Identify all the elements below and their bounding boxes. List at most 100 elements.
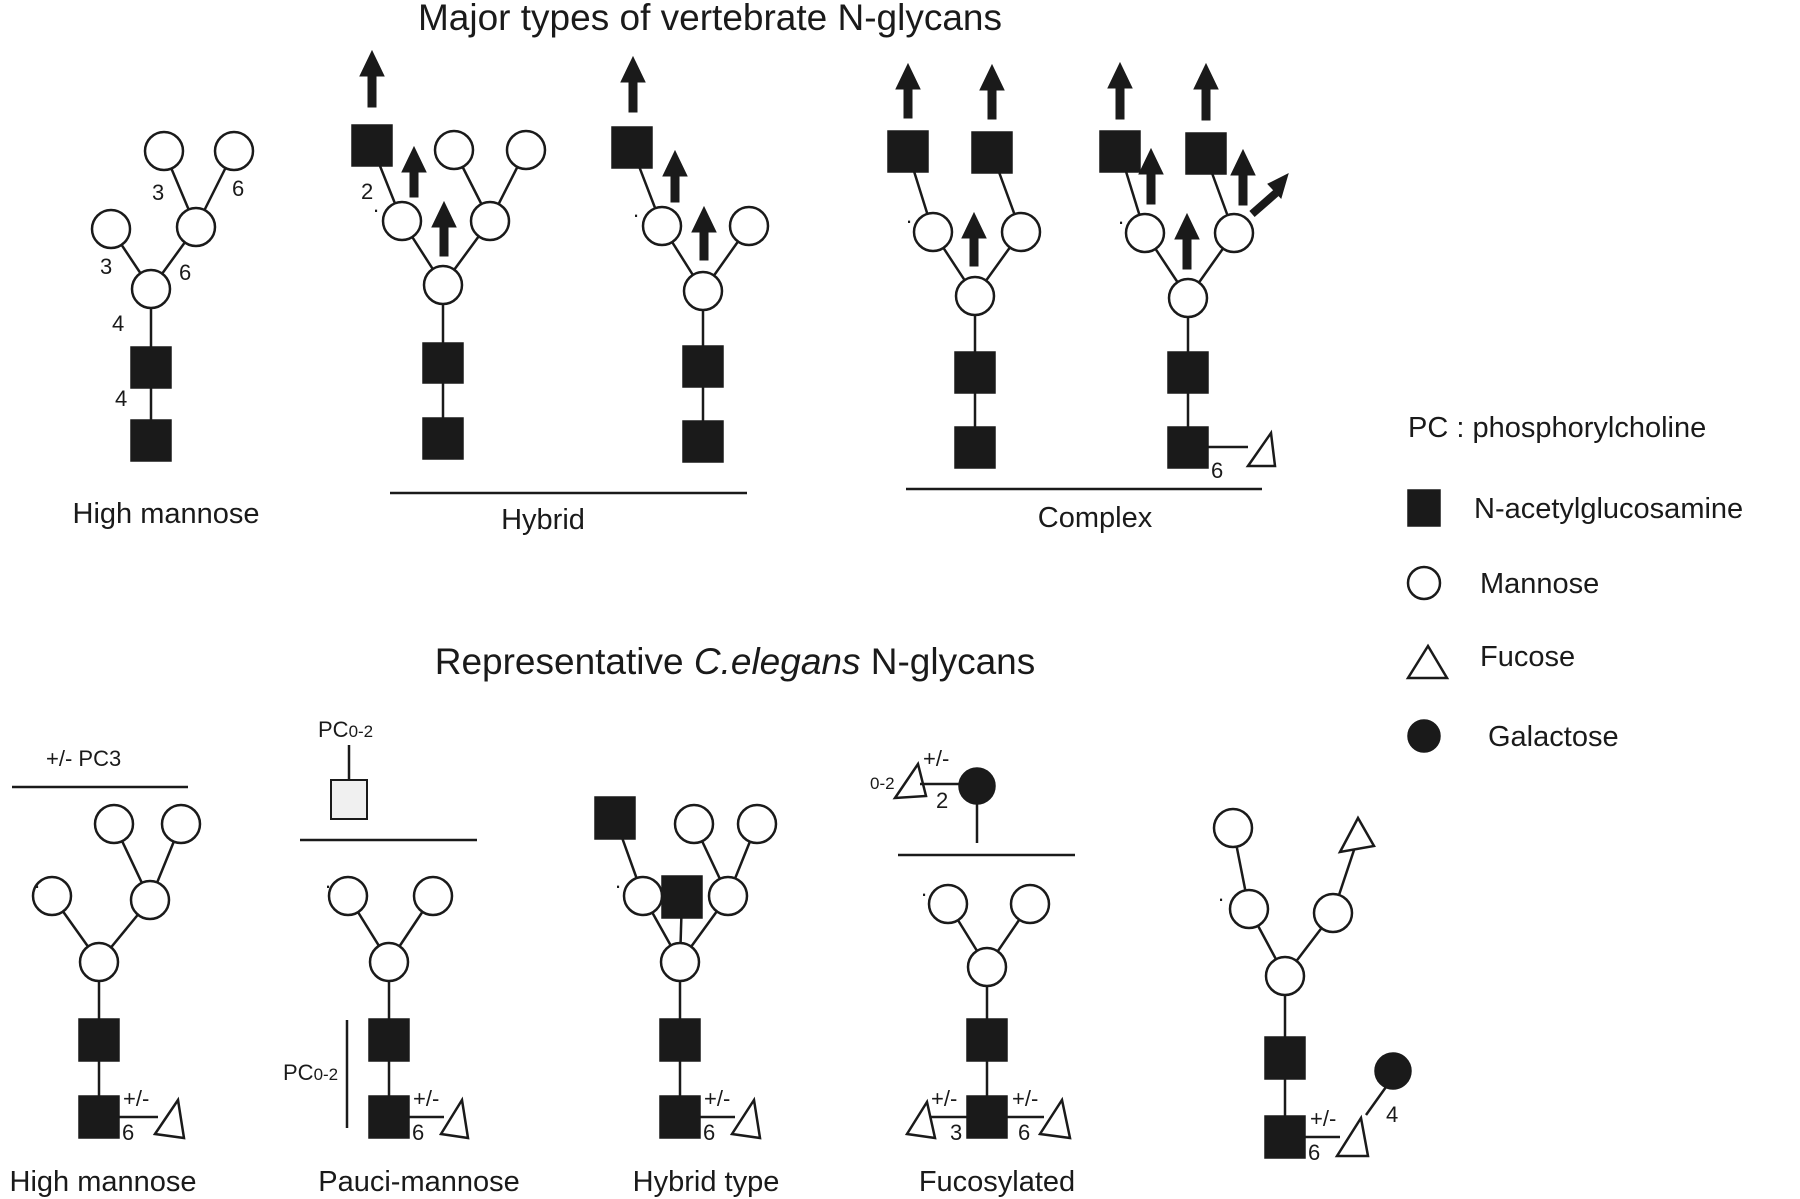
mannose-circle [31,875,73,917]
fucose-triangle [1334,1114,1370,1158]
legend-fucose-label: Fucose [1480,641,1575,673]
glcnac-square [661,875,703,919]
glcnac-square [130,346,172,389]
dot-mark: . [921,876,927,901]
mannose-circle [659,941,701,983]
glcnac-square [887,130,929,173]
ce-galactosylated-glycan: +/- 6 4 . [1212,807,1412,1165]
glcnac-square [966,1018,1008,1062]
fucose-triangle [1037,1096,1072,1140]
mannose-circle [213,130,255,172]
glcnac-square [1167,351,1209,394]
glcnac-square [659,1095,701,1139]
ce-pauci-mannose-label: Pauci-mannose [318,1166,520,1198]
glcnac-square [422,342,464,384]
glcnac-square [1185,132,1227,175]
vert-complex-glycan-1: . [887,62,1042,469]
mannose-circle [129,879,171,921]
extension-arrow-icon [691,205,717,261]
mannose-circle [912,211,954,253]
legend-galactose-label: Galactose [1488,721,1619,753]
linkage-label: 6 [1308,1140,1320,1165]
mannose-circle [368,941,410,983]
mannose-circle [1000,211,1042,253]
mannose-circle [682,270,724,312]
vert-hybrid-glycan-1: 2 . [351,49,547,460]
linkage-label: 2 [936,788,948,813]
legend-galactose-icon [1407,719,1441,753]
range-subscript: 0-2 [870,774,895,793]
glcnac-square [966,1095,1008,1139]
galactose-circle [958,767,996,805]
legend-pc-definition: PC : phosphorylcholine [1408,412,1706,444]
mannose-circle [927,883,969,925]
dot-mark: . [633,197,639,222]
mannose-circle [1009,883,1051,925]
linkage-label: 6 [122,1120,134,1145]
vert-high-mannose-label: High mannose [73,498,260,530]
vert-complex-label: Complex [1038,502,1153,534]
mannose-circle [78,941,120,983]
linkage-label: 4 [1386,1102,1398,1127]
mannose-circle [1212,807,1254,849]
linkage-label: 3 [950,1120,962,1145]
extension-arrow-icon [1249,173,1289,218]
celegans-title: Representative C.elegans N-glycans [435,641,1036,682]
fucose-triangle [892,760,928,800]
mannose-circle [728,205,770,247]
mannose-circle [130,268,172,310]
galactose-circle [1374,1052,1412,1090]
fucose-triangle [438,1096,470,1140]
dot-mark: . [34,868,40,893]
glcnac-square [351,124,393,167]
fucose-triangle [1245,429,1277,468]
extension-arrow-icon [662,149,688,203]
linkage-label: 3 [100,254,112,279]
vert-hybrid-glycan-2: . [611,55,770,463]
extension-arrow-icon [895,62,921,119]
glcnac-square [368,1018,410,1062]
linkage-label: 6 [1018,1120,1030,1145]
fucose-triangle [904,1098,937,1140]
legend-glcnac-label: N-acetylglucosamine [1474,493,1743,525]
linkage-label: 6 [232,176,244,201]
glcnac-square [682,420,724,463]
extension-arrow-icon [1107,61,1133,120]
dot-mark: . [325,868,331,893]
mannose-circle [412,875,454,917]
mannose-circle [1228,888,1270,930]
dot-mark: . [906,203,912,228]
mannose-circle [736,803,778,845]
ce-fucosylated-glycan: +/- 0-2 2 +/- +/- 3 6 . [870,746,1075,1145]
glcnac-square [954,351,996,394]
legend-mannose-icon [1406,565,1442,601]
extension-arrow-icon [1193,62,1219,121]
pc-annotation: PC0-2 [318,717,373,742]
linkage-label: 6 [412,1120,424,1145]
mannose-circle [966,946,1008,988]
glcnac-square [78,1018,120,1062]
mannose-circle [707,875,749,917]
extension-arrow-icon [401,145,427,198]
extension-arrow-icon [979,63,1005,120]
mannose-circle [954,275,996,317]
glcnac-square [130,419,172,462]
mannose-circle [422,264,464,306]
mannose-circle [327,875,369,917]
glcnac-square [611,126,653,169]
dot-mark: . [1118,204,1124,229]
plus-minus-label: +/- [413,1086,439,1111]
plus-minus-label: +/- [923,746,949,771]
mannose-circle [641,205,683,247]
mannose-circle [469,200,511,242]
mannose-circle [505,129,547,171]
vert-hybrid-label: Hybrid [501,504,585,536]
mannose-circle [143,130,185,172]
ce-hybrid-type-glycan: +/- 6 . [594,796,778,1145]
mannose-circle [1312,892,1354,934]
glcnac-square [1264,1115,1306,1159]
mannose-circle [381,200,423,242]
pc-range-annotation: PC0-2 [283,1060,338,1085]
mannose-circle [1167,277,1209,319]
